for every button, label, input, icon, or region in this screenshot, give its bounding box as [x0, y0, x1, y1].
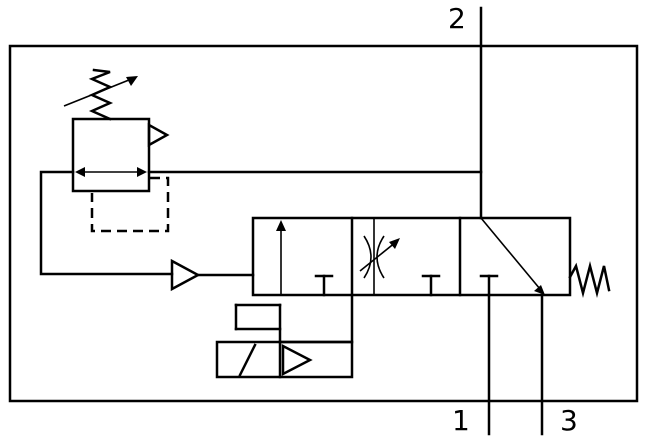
solenoid-operator [215, 293, 354, 379]
pilot-signal-line [39, 170, 174, 276]
solenoid-coil-icon [238, 343, 257, 377]
enclosure-border [8, 44, 639, 403]
adjust-arrow-shaft [63, 77, 135, 107]
solenoid-body [215, 340, 354, 379]
left-position-arrow-head [276, 220, 286, 231]
regulator-flow-arrow-head-left [75, 167, 85, 177]
valve-body [251, 216, 572, 297]
regulator-body [71, 117, 151, 193]
regulator-flow-arrow-head-right [137, 167, 147, 177]
port-2-label: 2 [448, 2, 466, 35]
throttle-adjust-arrow-head [389, 238, 400, 249]
adjust-arrow-head [126, 76, 138, 86]
solenoid-pilot-triangle [281, 343, 313, 377]
pressure-regulator [63, 68, 170, 193]
right-position-arrow-head [534, 285, 545, 295]
throttle-left-curve [363, 235, 372, 279]
port-3-label: 3 [560, 404, 578, 437]
right-position-arrow-shaft [480, 217, 541, 290]
pilot-triangle [170, 258, 201, 292]
directional-valve [251, 216, 572, 297]
solenoid-connector-line [278, 293, 354, 344]
dashed-pilot-line [90, 176, 170, 233]
return-spring-icon [568, 261, 611, 298]
throttle-adjust-arrow [359, 241, 397, 272]
regulator-exhaust-triangle [147, 122, 170, 148]
port-1-label: 1 [452, 404, 470, 437]
